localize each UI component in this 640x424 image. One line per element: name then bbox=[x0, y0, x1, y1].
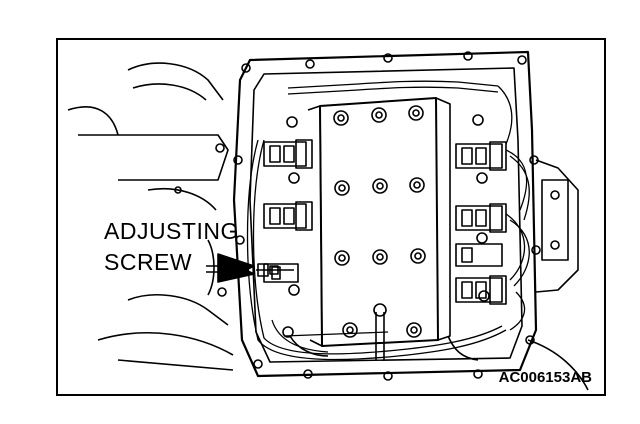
separator-plate bbox=[286, 97, 490, 347]
housing-contours bbox=[67, 62, 234, 371]
right-casing bbox=[527, 159, 589, 391]
callout-adjusting-label: ADJUSTING bbox=[104, 218, 239, 244]
illustration-frame: ADJUSTING SCREW AC006153AB bbox=[56, 38, 606, 396]
bolt-heads bbox=[286, 105, 490, 338]
right-solenoids bbox=[455, 141, 507, 305]
wiring-harness bbox=[246, 80, 530, 361]
left-solenoids bbox=[263, 139, 313, 283]
figure-code: AC006153AB bbox=[498, 369, 592, 386]
pipe-details bbox=[282, 303, 479, 361]
leader-arrow bbox=[206, 253, 255, 283]
valve-body-illustration bbox=[67, 50, 589, 391]
adjusting-screw bbox=[256, 263, 294, 277]
valve-body-rim bbox=[232, 50, 541, 381]
callout-screw-label: SCREW bbox=[104, 249, 193, 275]
